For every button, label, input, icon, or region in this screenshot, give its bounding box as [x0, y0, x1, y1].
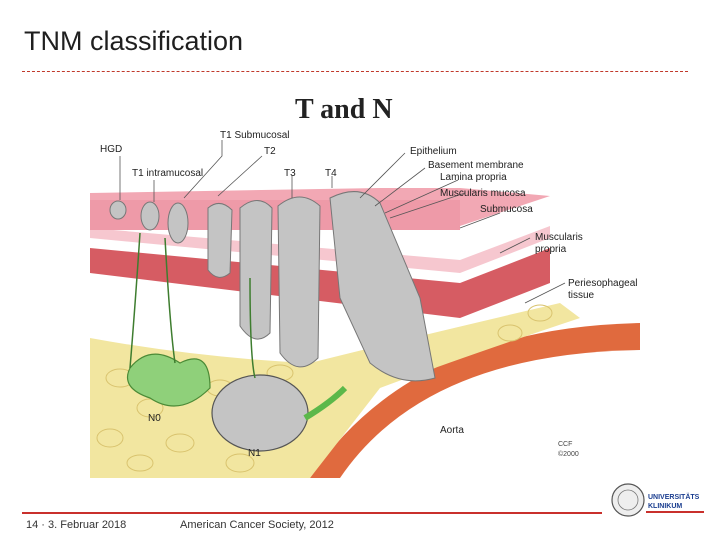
label-t3: T3: [284, 168, 296, 179]
label-lamina-propria: Lamina propria: [440, 172, 507, 183]
aorta-lumen: [340, 350, 640, 478]
tumor-t2: [207, 203, 233, 278]
label-muscularis-propria-1: Muscularis: [535, 232, 583, 243]
footer-source: American Cancer Society, 2012: [180, 519, 334, 531]
footer-divider: [22, 512, 602, 514]
university-logo: UNIVERSITÄTS KLINIKUM: [611, 483, 704, 517]
label-t4: T4: [325, 168, 337, 179]
fat-tissue: [90, 303, 580, 478]
tumor-t2-deep: [239, 200, 273, 340]
tumor-t1-submucosal: [167, 202, 189, 244]
seal-icon: [611, 483, 645, 517]
label-basement-membrane: Basement membrane: [428, 160, 524, 171]
lymph-node-n0: [126, 353, 211, 407]
copyright-line-2: ©2000: [558, 450, 579, 458]
figure-heading: T and N: [295, 94, 393, 125]
label-muscularis-mucosa: Muscularis mucosa: [440, 188, 526, 199]
logo-text-1: UNIVERSITÄTS: [648, 493, 700, 501]
label-t1-submucosal: T1 Submucosal: [220, 130, 289, 141]
label-hgd: HGD: [100, 144, 122, 155]
footer-page-date: 14 · 3. Februar 2018: [26, 519, 127, 531]
label-submucosa: Submucosa: [480, 204, 533, 215]
submucosa-layer: [90, 226, 550, 273]
tnm-illustration: T and N HGD T1 intramucosal T1 Submucosa…: [90, 94, 640, 478]
label-t1-intramucosal: T1 intramucosal: [132, 168, 203, 179]
label-n0: N0: [148, 413, 161, 424]
lymph-vessel: [303, 385, 348, 421]
tumor-t4: [329, 191, 436, 382]
label-t2: T2: [264, 146, 276, 157]
label-periesophageal-1: Periesophageal: [568, 278, 638, 289]
label-n1: N1: [248, 448, 261, 459]
label-aorta: Aorta: [440, 425, 464, 436]
logo-text-2: KLINIKUM: [648, 503, 682, 510]
title-divider: [22, 71, 688, 72]
tumor-t1-intramucosal: [140, 201, 160, 231]
tumor-hgd: [109, 200, 127, 220]
muscularis-propria-layer: [90, 248, 550, 318]
lymph-node-n1: [211, 374, 309, 452]
copyright-line-1: CCF: [558, 441, 572, 448]
label-epithelium: Epithelium: [410, 146, 457, 157]
label-periesophageal-2: tissue: [568, 290, 595, 301]
slide-title: TNM classification: [24, 26, 244, 56]
label-muscularis-propria-2: propria: [535, 244, 567, 255]
tumor-t3: [277, 196, 321, 368]
